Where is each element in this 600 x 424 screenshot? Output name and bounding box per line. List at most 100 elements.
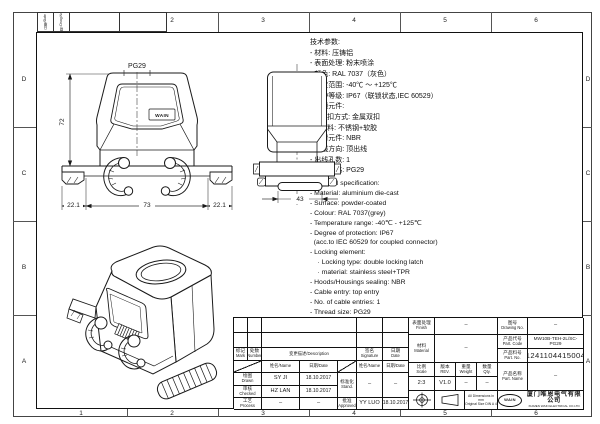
spec-block-chinese: 技术参数: - 材料: 压铸铝- 表面处理: 粉末喷涂- 颜色: RAL 703… — [310, 38, 578, 177]
spec-block-english: Technical specification: - Material: alu… — [310, 179, 578, 318]
approved-date: 18.10.2017 — [383, 398, 409, 410]
company-cell: WAIN 厦门唯恩电气有限公司 XIAMEN WAIN ELECTRICAL C… — [498, 391, 584, 410]
qty-value: – — [477, 377, 498, 391]
spec-line: - 表面处理: 粉末喷涂 — [310, 60, 375, 68]
dimensions-note-line1: All Dimensions in mm — [467, 393, 494, 402]
zone-tick — [491, 12, 492, 32]
zone-tick — [13, 315, 36, 316]
spec-line: - 出线孔数: 1 — [310, 156, 351, 164]
iso-window — [105, 287, 149, 340]
first-angle-symbol-cell — [409, 391, 435, 410]
bottom-ext-lines — [61, 178, 233, 210]
zone-label-top: 5 — [443, 17, 447, 24]
side-knob-hatch — [254, 165, 340, 173]
drawn-date: 18.10.2017 — [300, 373, 338, 386]
side-shoulders — [267, 128, 327, 162]
rev-value: V1.0 — [435, 377, 456, 391]
zone-label-right: C — [585, 170, 591, 177]
drawing-no-value: – — [528, 318, 584, 335]
zone-label-right: A — [585, 358, 591, 365]
drawn-name: SY JI — [262, 373, 300, 386]
spec-line: - Locking element: — [310, 249, 366, 257]
latch-right-pivot — [164, 157, 176, 169]
spec-line: - No. of cable entries: 1 — [310, 298, 381, 306]
revision-empty-cell — [234, 333, 248, 348]
spec-line: - Cable entry: top entry — [310, 288, 380, 296]
standard-date: – — [383, 373, 409, 398]
zone-tick — [218, 409, 219, 417]
material-value: – — [435, 335, 498, 363]
zone-label-bottom: 6 — [534, 410, 538, 417]
latch-left-hatch — [107, 169, 117, 186]
diagonal-cell — [338, 361, 357, 373]
company-name-en: XIAMEN WAIN ELECTRICAL CO.LTD — [528, 403, 580, 408]
zone-tick — [583, 315, 592, 316]
dimensions-note-line2: Original Size DIN A 4 — [465, 402, 497, 407]
left-foot — [61, 171, 85, 185]
zone-label-left: A — [21, 358, 27, 365]
spec-line: · Locking type: double locking latch — [310, 259, 424, 267]
side-body — [267, 71, 327, 153]
side-feet-hatch — [258, 178, 335, 185]
iso-panel-line — [191, 284, 196, 353]
revision-empty-cell — [262, 318, 357, 333]
revision-empty-cell — [248, 333, 262, 348]
latch-left-inner — [108, 162, 127, 192]
revision-empty-cell — [357, 318, 383, 333]
zone-label-left: D — [21, 76, 27, 83]
zone-label-left: B — [21, 264, 27, 271]
spec-line: - Material: aluminium die-cast — [310, 189, 399, 197]
scale-value: 2:3 — [409, 377, 435, 391]
company-logo: WAIN — [498, 393, 522, 407]
spec-line: - 材料: 压铸铝 — [310, 49, 354, 57]
zone-label-bottom: 1 — [79, 410, 83, 417]
zone-tick — [583, 127, 592, 128]
subheader-date-left: 日期/Date — [300, 361, 338, 373]
subheader-name-right: 姓名/Name — [357, 361, 383, 373]
spec-line: - Degree of protection: IP67 — [310, 229, 394, 237]
zone-label-bottom: 5 — [443, 410, 447, 417]
zone-label-bottom: 4 — [352, 410, 356, 417]
spec-lines-en: - Material: aluminium die-cast- Surface:… — [310, 189, 578, 318]
iso-entry-hole-outer — [135, 259, 187, 285]
standard-name: – — [357, 373, 383, 398]
right-foot — [209, 171, 233, 185]
bottom-dim-label-3: 22.1 — [213, 202, 226, 209]
approved-name: YY LUO — [357, 398, 383, 410]
side-gland-bar — [277, 182, 323, 191]
flange-line — [61, 165, 233, 172]
latch-right-inner — [167, 162, 186, 192]
revision-header-description: 变更描述/Description — [262, 348, 357, 361]
zone-label-bottom: 2 — [170, 410, 174, 417]
iso-entry-hole-inner — [140, 262, 182, 282]
spec-line: · material: stainless steel+TPR — [310, 269, 410, 277]
zone-label-bottom: 3 — [261, 410, 265, 417]
latch-right-hatch — [177, 169, 187, 186]
feet-hatch — [66, 176, 227, 184]
zone-tick — [13, 221, 36, 222]
latch-left-outer — [103, 157, 130, 197]
subheader-date-right: 日期/Date — [383, 361, 409, 373]
side-view-dimensions: 43 — [262, 191, 338, 203]
zone-tick — [309, 12, 310, 32]
zone-tick — [309, 409, 310, 417]
process-date: – — [300, 398, 338, 410]
iso-right-face — [170, 274, 215, 363]
spec-line: - Colour: RAL 7037(grey) — [310, 209, 386, 217]
iso-flange-foot — [66, 308, 84, 324]
checked-date: 18.10.2017 — [300, 386, 338, 398]
zone-label-top: 6 — [534, 17, 538, 24]
iso-latch1-pivot — [94, 316, 108, 330]
